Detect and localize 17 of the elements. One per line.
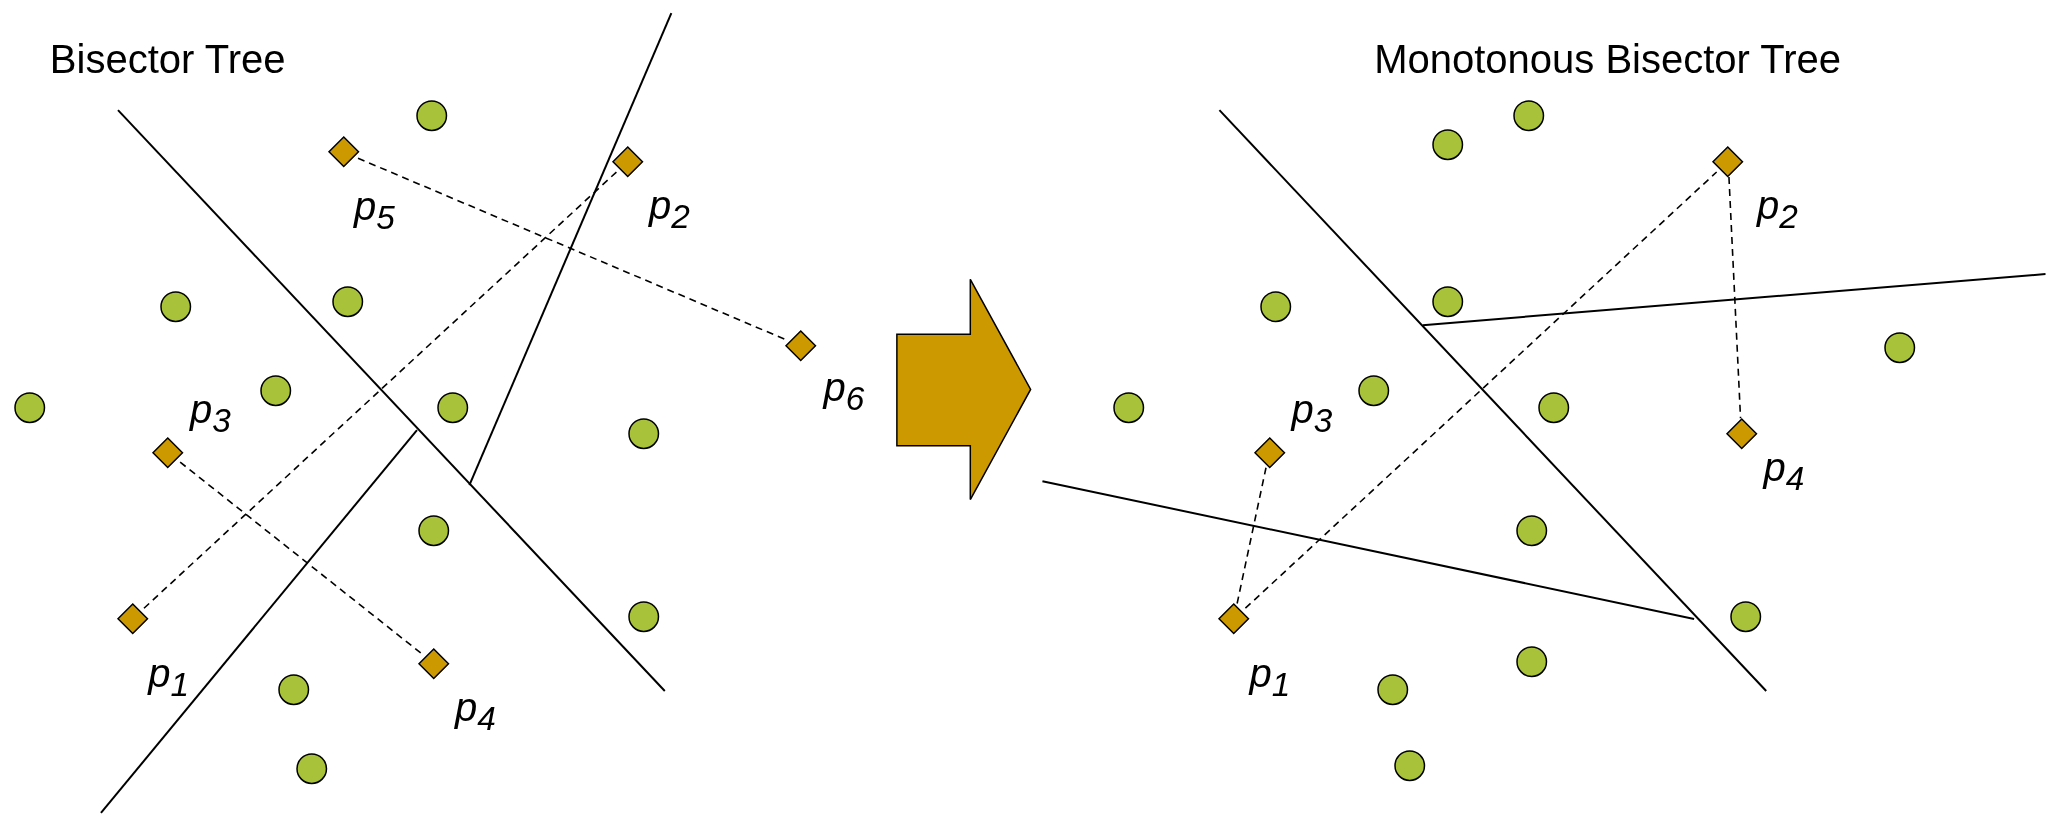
point-label: p$_{4}$	[1763, 447, 1805, 496]
dashed-line	[1728, 176, 1742, 420]
point-label: p$_{3}$	[1291, 389, 1333, 438]
point-label: p$_{1}$	[1249, 652, 1291, 702]
panel-title: Monotonous Bisector Tree	[1374, 39, 1842, 80]
panel-title: Bisector Tree	[49, 39, 286, 80]
dashed-line	[1244, 171, 1718, 609]
dashed-line	[179, 461, 423, 655]
dashed-line	[1236, 466, 1267, 605]
point-label: p$_{1}$	[148, 652, 189, 702]
dashed-line	[143, 171, 618, 609]
point-label: p$_{2}$	[649, 184, 690, 234]
point-label: p$_{5}$	[354, 186, 395, 235]
point-label: p$_{6}$	[823, 367, 865, 416]
point-label: p$_{2}$	[1757, 184, 1798, 234]
point-label: p$_{4}$	[454, 687, 496, 736]
point-label: p$_{3}$	[190, 389, 231, 438]
